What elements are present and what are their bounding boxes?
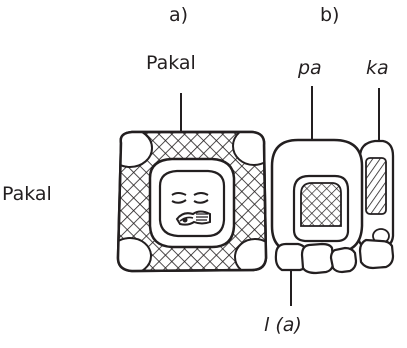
- l-a-label: l (a): [264, 314, 302, 336]
- pa-label: pa: [298, 57, 322, 79]
- pakal-shield-glyph: [116, 130, 268, 273]
- pakal-syllabic-glyph: [270, 138, 395, 275]
- panel-b-label: b): [320, 4, 340, 26]
- ka-label: ka: [366, 57, 389, 79]
- pakal-left-label: Pakal: [2, 183, 52, 205]
- pakal-top-label: Pakal: [146, 52, 196, 74]
- panel-a-label: a): [169, 4, 189, 26]
